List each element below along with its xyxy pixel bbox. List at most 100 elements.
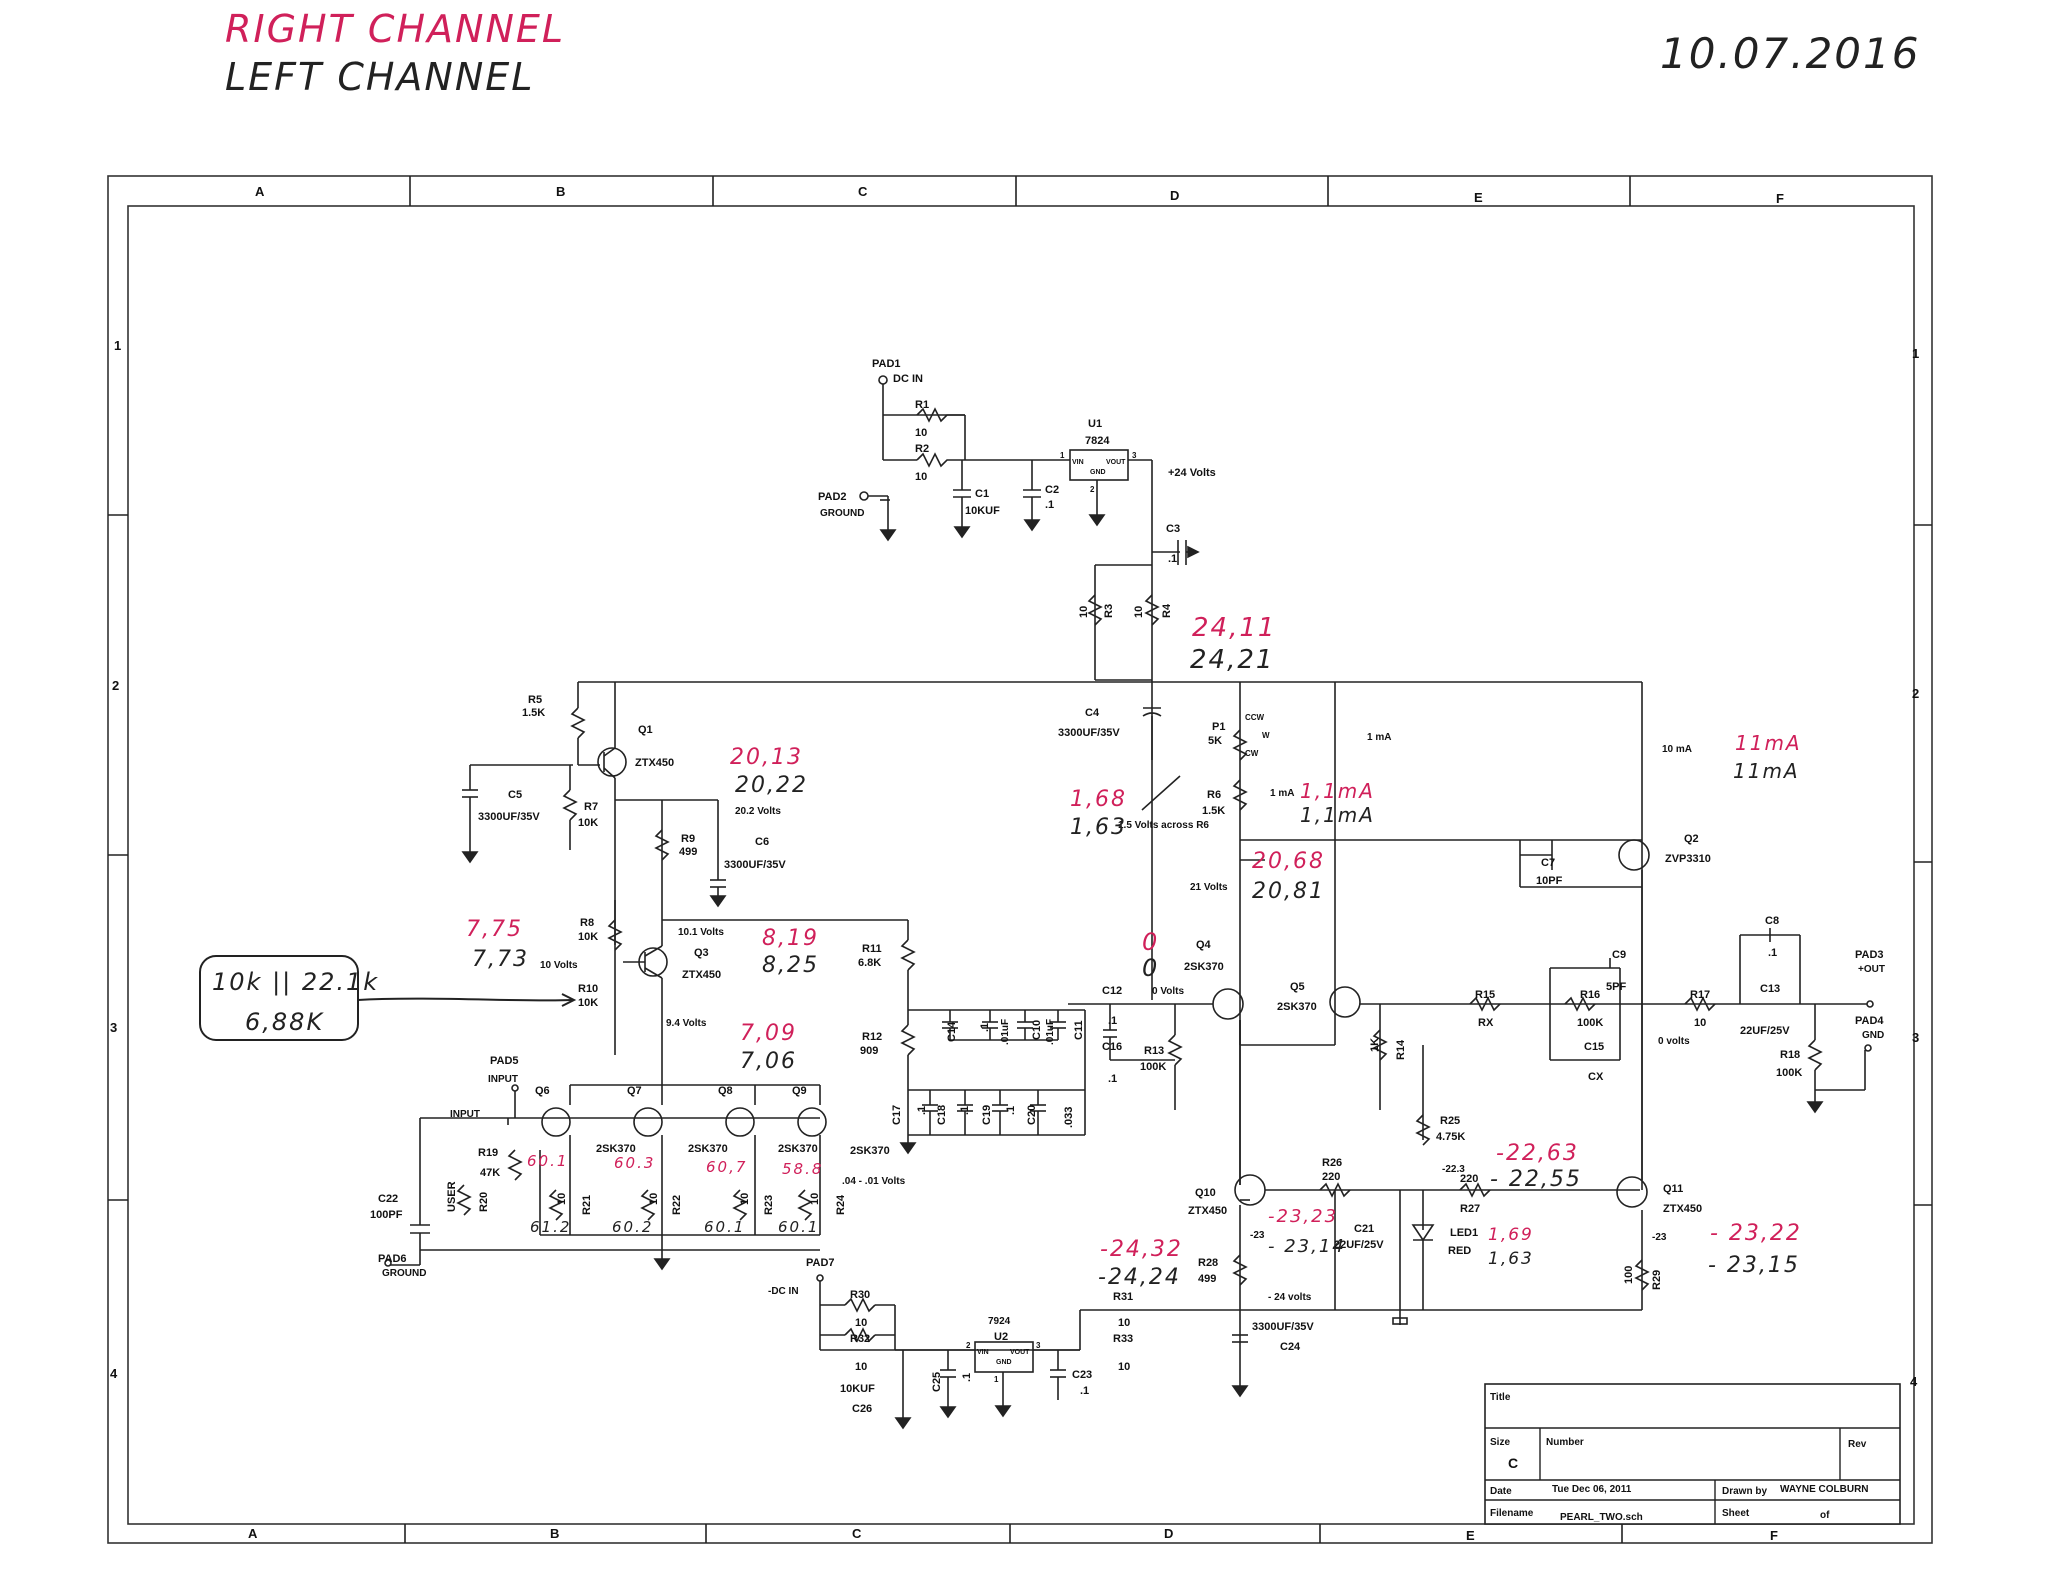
pad6-label: PAD6 — [378, 1253, 407, 1265]
c2-value: .1 — [1045, 499, 1054, 511]
c10-label: C10 — [1031, 1020, 1043, 1040]
r10-value: 10K — [578, 997, 598, 1009]
r26-label: R26 — [1322, 1157, 1342, 1169]
r24-value: 10 — [809, 1193, 821, 1205]
r31-value: 10 — [1118, 1317, 1130, 1329]
r5-value: 1.5K — [522, 707, 545, 719]
r3-label: R3 — [1103, 604, 1115, 618]
row-label-1: 1 — [114, 338, 121, 353]
r14-value: 1K — [1369, 1038, 1381, 1052]
u1-label: U1 — [1088, 418, 1102, 430]
r16-value: 100K — [1577, 1017, 1603, 1029]
r11-value: 6.8K — [858, 957, 881, 969]
drawn-value: WAYNE COLBURN — [1780, 1484, 1869, 1495]
c3-label: C3 — [1166, 523, 1180, 535]
r12-label: R12 — [862, 1031, 882, 1043]
r32-value: 10 — [855, 1361, 867, 1373]
c15-label: C15 — [1584, 1041, 1604, 1053]
r19-label: R19 — [478, 1147, 498, 1159]
size-label: Size — [1490, 1437, 1510, 1448]
r9-value: 499 — [679, 846, 697, 858]
meas-1-1ma-red: 1,1mA — [1300, 779, 1375, 803]
col-label-d-bottom: D — [1164, 1526, 1173, 1541]
of-label: of — [1820, 1510, 1830, 1521]
pad4-gnd: GND — [1862, 1030, 1884, 1041]
meas-60-1b: 60.1 — [704, 1218, 745, 1236]
r15-value: RX — [1478, 1017, 1494, 1029]
r32-label: R32 — [850, 1333, 870, 1345]
col-label-a-bottom: A — [248, 1526, 258, 1541]
positive-supply-section: PAD1 DC IN R1 10 R2 10 C1 10KUF C2 .1 U1… — [818, 358, 1216, 1000]
c11-value: .01uF — [1045, 1019, 1056, 1045]
pad3-label: PAD3 — [1855, 949, 1884, 961]
q2-label: Q2 — [1684, 833, 1699, 845]
date-label: Date — [1490, 1486, 1512, 1497]
circuit-labels: R5 1.5K Q1 ZTX450 C5 3300UF/35V R7 10K R… — [370, 694, 1885, 1415]
u1-gnd: GND — [1090, 469, 1106, 476]
c7-value: 10PF — [1536, 875, 1563, 887]
u2-pin1: 1 — [994, 1375, 999, 1384]
meas-60-1a: 60.1 — [527, 1152, 568, 1170]
q8-part: 2SK370 — [688, 1143, 728, 1155]
column-labels-bottom: A B C D E F — [248, 1526, 1778, 1543]
r4-label: R4 — [1161, 603, 1173, 618]
c23-label: C23 — [1072, 1369, 1092, 1381]
q7-label: Q7 — [627, 1085, 642, 1097]
col-label-c: C — [858, 184, 868, 199]
col-label-a: A — [255, 184, 265, 199]
r21-value: 10 — [556, 1193, 568, 1205]
meas-7-73: 7,73 — [472, 947, 529, 972]
c9-value: 5PF — [1606, 981, 1626, 993]
c6-label: C6 — [755, 836, 769, 848]
r33-label: R33 — [1113, 1333, 1133, 1345]
meas-0-black: 0 — [1142, 954, 1159, 982]
r15-label: R15 — [1475, 989, 1495, 1001]
meas-m22-55: - 22,55 — [1490, 1167, 1582, 1192]
c14-label: C14 — [946, 1021, 958, 1042]
r29-value: 100 — [1623, 1266, 1635, 1284]
c2-label: C2 — [1045, 484, 1059, 496]
m24-label: - 24 volts — [1268, 1292, 1312, 1303]
q10-part: ZTX450 — [1188, 1205, 1227, 1217]
r13-label: R13 — [1144, 1045, 1164, 1057]
c10-value: .01uF — [1000, 1019, 1011, 1045]
r19-value: 47K — [480, 1167, 500, 1179]
v20-2-label: 20.2 Volts — [735, 806, 781, 817]
m23b-label: -23 — [1652, 1232, 1667, 1243]
r1-value: 10 — [915, 427, 927, 439]
q3-part: ZTX450 — [682, 969, 721, 981]
pad7-label: PAD7 — [806, 1257, 835, 1269]
row-label-3: 3 — [110, 1020, 117, 1035]
p1-w: W — [1262, 731, 1270, 740]
c20-value: .033 — [1063, 1107, 1075, 1128]
pad6-ground: GROUND — [382, 1268, 426, 1279]
c17-label: C17 — [891, 1105, 903, 1125]
c14-value: .1 — [979, 1023, 991, 1032]
c12-value: .1 — [1108, 1015, 1117, 1027]
meas-m23-14: - 23,14 — [1268, 1236, 1346, 1257]
amplifier-wiring — [384, 681, 1874, 1430]
meas-60-3: 60.3 — [614, 1154, 655, 1172]
col-label-e-bottom: E — [1466, 1528, 1475, 1543]
row-label-3-right: 3 — [1912, 1030, 1919, 1045]
r8-value: 10K — [578, 931, 598, 943]
q10-label: Q10 — [1195, 1187, 1216, 1199]
i1ma-lower: 1 mA — [1270, 788, 1294, 799]
r25-label: R25 — [1440, 1115, 1460, 1127]
r18-value: 100K — [1776, 1067, 1802, 1079]
meas-11ma-red: 11mA — [1735, 731, 1802, 755]
r23-value: 10 — [739, 1193, 751, 1205]
c3-value: .1 — [1168, 553, 1177, 565]
meas-7-06: 7,06 — [740, 1049, 797, 1074]
col-label-f: F — [1776, 191, 1784, 206]
v04-label: .04 - .01 Volts — [842, 1176, 906, 1187]
meas-20-68: 20,68 — [1252, 849, 1325, 874]
column-labels-top: A B C D E F — [255, 184, 1784, 206]
q8-label: Q8 — [718, 1085, 733, 1097]
c5-value: 3300UF/35V — [478, 811, 540, 823]
pad4-label: PAD4 — [1855, 1015, 1884, 1027]
c13-value: 22UF/25V — [1740, 1025, 1790, 1037]
v0b-label: 0 volts — [1658, 1036, 1690, 1047]
filename-label: Filename — [1490, 1508, 1534, 1519]
col-label-b-bottom: B — [550, 1526, 559, 1541]
